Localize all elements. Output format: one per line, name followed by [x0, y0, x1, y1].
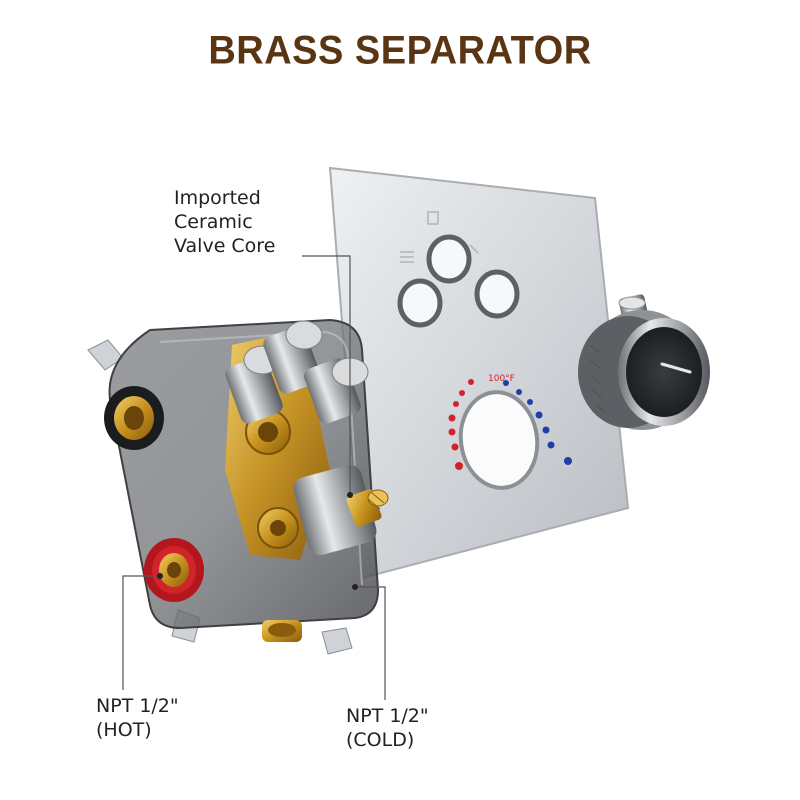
- callout-lines: [122, 255, 386, 700]
- trim-plate: 100°F: [328, 166, 630, 580]
- temperature-mark: 100°F: [488, 374, 515, 384]
- diverter-cartridges: [225, 320, 377, 555]
- valve-body: [87, 318, 389, 655]
- diverter-port-1: [426, 234, 472, 284]
- cold-leader: [355, 586, 386, 700]
- bottom-outlet: [262, 620, 302, 642]
- valve-core-leader: [302, 255, 351, 495]
- valve-core-line-2: Ceramic: [174, 211, 253, 233]
- hot-line-1: NPT 1/2": [96, 695, 179, 717]
- plate-function-icons: [400, 211, 479, 263]
- hot-leader: [122, 575, 160, 690]
- hot-line-2: (HOT): [96, 719, 152, 741]
- valve-core-line-1: Imported: [174, 187, 261, 209]
- cold-line-1: NPT 1/2": [346, 705, 429, 727]
- temperature-scale-hot: [448, 379, 474, 470]
- valve-core-callout: Imported Ceramic Valve Core: [174, 186, 275, 258]
- callout-dots: [157, 492, 358, 590]
- main-valve-opening: [458, 390, 540, 490]
- cold-line-2: (COLD): [346, 729, 415, 751]
- temperature-scale-cold: [503, 380, 572, 465]
- diverter-port-3: [474, 269, 520, 319]
- hot-callout: NPT 1/2" (HOT): [96, 694, 179, 742]
- page-title: BRASS SEPARATOR: [208, 28, 592, 74]
- hot-inlet: [104, 386, 164, 450]
- handle-knob: [578, 294, 710, 430]
- hot-outlet: [144, 538, 204, 602]
- diverter-port-2: [397, 278, 443, 328]
- valve-core-line-3: Valve Core: [174, 235, 276, 257]
- cold-callout: NPT 1/2" (COLD): [346, 704, 429, 752]
- ceramic-valve-core-stem: [346, 489, 389, 527]
